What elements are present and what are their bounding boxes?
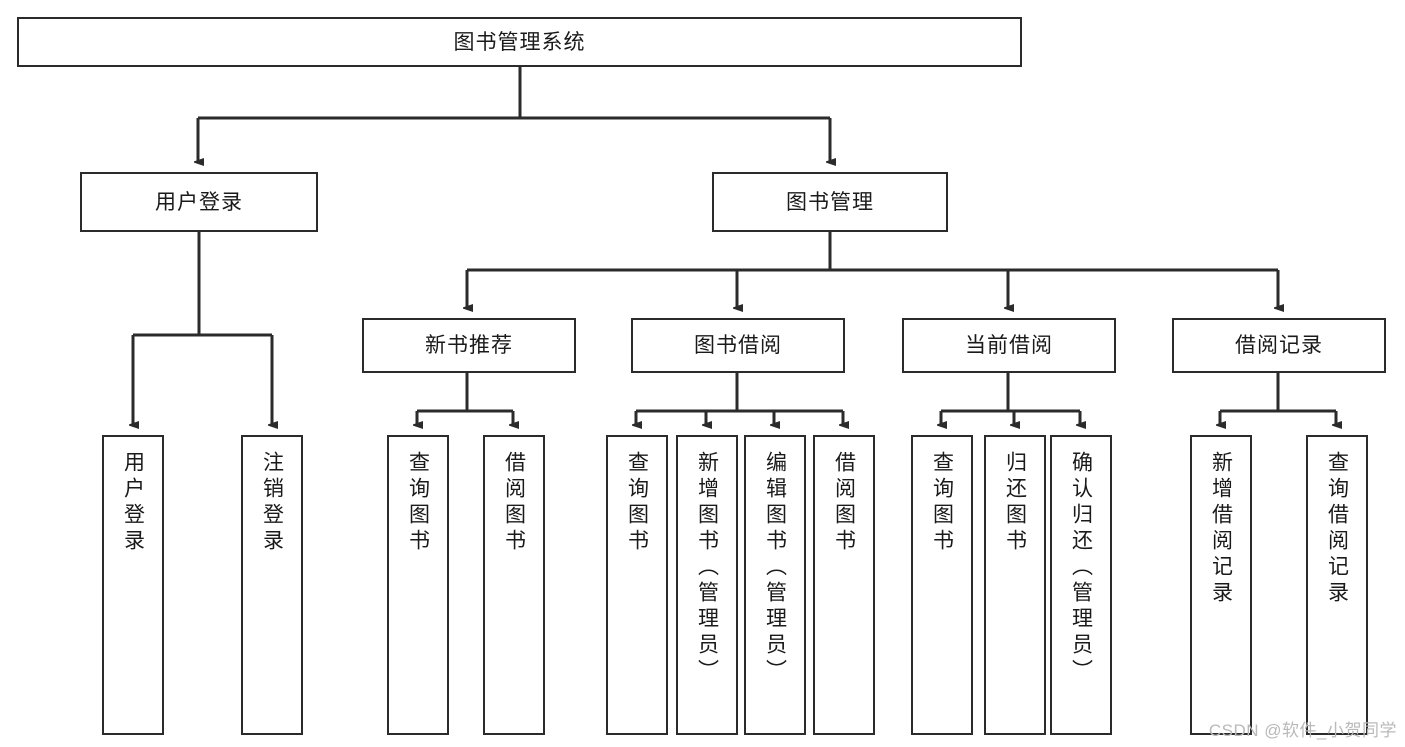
leaf-return-book-label: 归还图书 [1003, 451, 1027, 555]
leaf-add-book-admin-label: 新增图书（管理员） [695, 451, 719, 685]
leaf-confirm-return-admin-label: 确认归还（管理员） [1069, 451, 1093, 685]
leaf-query-borrow-record[interactable]: 查询借阅记录 [1306, 435, 1368, 735]
leaf-query-book-current[interactable]: 查询图书 [911, 435, 973, 735]
watermark-text: CSDN @软件_小贺同学 [1208, 721, 1397, 740]
leaf-confirm-return-admin[interactable]: 确认归还（管理员） [1050, 435, 1112, 735]
node-current-borrow-label: 当前借阅 [965, 334, 1053, 357]
node-book-management[interactable]: 图书管理 [712, 172, 948, 232]
leaf-borrow-book-label: 借阅图书 [832, 451, 856, 555]
node-user-login[interactable]: 用户登录 [80, 172, 318, 232]
node-book-management-label: 图书管理 [786, 190, 874, 214]
leaf-edit-book-admin[interactable]: 编辑图书（管理员） [744, 435, 806, 735]
node-borrow-records[interactable]: 借阅记录 [1172, 318, 1386, 373]
leaf-query-book-recommend-label: 查询图书 [406, 451, 430, 555]
leaf-query-book-borrow[interactable]: 查询图书 [606, 435, 668, 735]
leaf-user-login-label: 用户登录 [121, 451, 145, 555]
leaf-query-borrow-record-label: 查询借阅记录 [1325, 451, 1349, 607]
node-root[interactable]: 图书管理系统 [17, 17, 1022, 67]
node-user-login-label: 用户登录 [155, 190, 243, 214]
leaf-edit-book-admin-label: 编辑图书（管理员） [763, 451, 787, 685]
leaf-add-borrow-record[interactable]: 新增借阅记录 [1190, 435, 1252, 735]
leaf-logout-label: 注销登录 [260, 451, 284, 555]
leaf-add-borrow-record-label: 新增借阅记录 [1209, 451, 1233, 607]
node-borrow-records-label: 借阅记录 [1235, 334, 1323, 357]
leaf-user-login[interactable]: 用户登录 [102, 435, 164, 735]
node-new-book-recommend[interactable]: 新书推荐 [362, 318, 576, 373]
leaf-query-book-current-label: 查询图书 [930, 451, 954, 555]
node-root-label: 图书管理系统 [453, 30, 586, 54]
leaf-query-book-recommend[interactable]: 查询图书 [387, 435, 449, 735]
leaf-borrow-book-recommend-label: 借阅图书 [502, 451, 526, 555]
node-new-book-recommend-label: 新书推荐 [425, 334, 513, 357]
node-book-borrow-label: 图书借阅 [694, 334, 782, 357]
leaf-borrow-book-recommend[interactable]: 借阅图书 [483, 435, 545, 735]
node-current-borrow[interactable]: 当前借阅 [902, 318, 1116, 373]
leaf-return-book[interactable]: 归还图书 [984, 435, 1046, 735]
leaf-borrow-book[interactable]: 借阅图书 [813, 435, 875, 735]
leaf-query-book-borrow-label: 查询图书 [625, 451, 649, 555]
node-book-borrow[interactable]: 图书借阅 [631, 318, 845, 373]
leaf-add-book-admin[interactable]: 新增图书（管理员） [676, 435, 738, 735]
leaf-logout[interactable]: 注销登录 [241, 435, 303, 735]
